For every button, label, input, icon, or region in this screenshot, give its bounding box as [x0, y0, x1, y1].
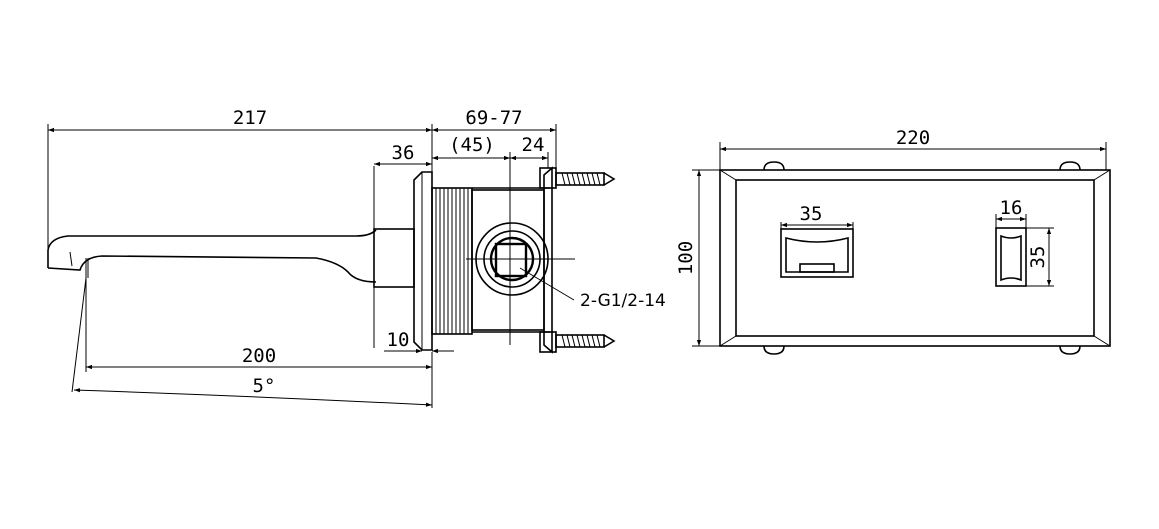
dim-200-label: 200 [242, 345, 276, 367]
bottom-screw [555, 334, 616, 348]
dim-100-label: 100 [675, 241, 697, 275]
dim-16-label: 16 [1000, 197, 1023, 219]
dim-spout-angle: 5° [71, 277, 433, 407]
cover-plate [719, 161, 1111, 355]
lever-handle [780, 228, 854, 278]
screw-thread-line [561, 172, 566, 186]
front-view: 220 100 35 16 35 [675, 127, 1111, 355]
dim-36-label: 36 [392, 142, 415, 164]
screw-thread-line [591, 172, 596, 186]
dim-35-knob-label: 35 [1027, 246, 1049, 269]
screw-thread-line [591, 334, 596, 348]
dim-knob-width: 16 [995, 197, 1027, 228]
screw-thread-line [586, 172, 591, 186]
spout [47, 229, 377, 283]
dim-5deg-label: 5° [253, 375, 276, 397]
screw-thread-line [576, 172, 581, 186]
side-view: 217 69-77 36 (45) 24 10 [47, 107, 666, 408]
dim-handle-width: 35 [780, 203, 854, 229]
screw-thread-line [576, 334, 581, 348]
screw-thread-line [581, 334, 586, 348]
dim-220-label: 220 [896, 127, 930, 149]
screw-thread-line [581, 172, 586, 186]
dim-24-label: 24 [522, 134, 545, 156]
threaded-sleeve [431, 187, 473, 335]
screw-thread-line [596, 172, 601, 186]
dim-bracket-depth: 24 [510, 134, 549, 168]
dim-flange-thickness: 10 [384, 329, 454, 354]
dim-knob-height: 35 [1026, 227, 1054, 287]
dim-plate-width: 220 [719, 127, 1107, 170]
dim-body-depth: 69-77 [432, 107, 557, 168]
dim-plate-height: 100 [675, 169, 720, 347]
dim-35-handle-label: 35 [800, 203, 823, 225]
mounting-bracket [539, 166, 616, 354]
dim-body-ref: (45) [432, 134, 511, 175]
screw-thread-line [596, 334, 601, 348]
dim-10-label: 10 [387, 329, 410, 351]
dim-spout-projection: 200 [85, 272, 433, 408]
dim-45-label: (45) [449, 134, 495, 156]
thread-callout-label: 2-G1/2-14 [580, 291, 666, 311]
screw-thread-line [561, 334, 566, 348]
dim-flange-depth: 36 [374, 142, 432, 167]
valve-body [466, 175, 575, 345]
flange-body [373, 166, 433, 351]
screw-thread-line [566, 334, 571, 348]
screw-thread-line [571, 172, 576, 186]
screw-thread-line [586, 334, 591, 348]
screw-thread-line [566, 172, 571, 186]
thread-callout: 2-G1/2-14 [519, 267, 666, 311]
diverter-knob [995, 227, 1027, 287]
dim-69-77-label: 69-77 [465, 107, 522, 129]
dim-217-label: 217 [233, 107, 267, 129]
top-screw [555, 172, 616, 186]
screw-thread-line [571, 334, 576, 348]
